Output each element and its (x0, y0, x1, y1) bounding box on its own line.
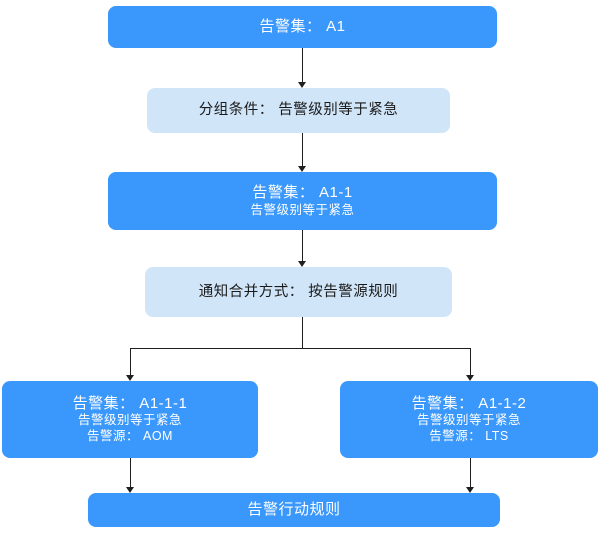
node-merge-method-label: 通知合并方式： 按告警源规则 (198, 283, 399, 300)
node-alert-set-a1-1-condition: 告警级别等于紧急 (250, 202, 355, 217)
arrow-grouping-to-a1-1-head (298, 166, 306, 172)
branch-left-arrowhead (126, 375, 134, 381)
node-alert-set-a1-1: 告警集： A1-1 告警级别等于紧急 (108, 172, 497, 230)
node-alert-set-a1-label: 告警集： A1 (259, 17, 346, 35)
node-alert-set-a1-1-title: 告警集： A1-1 (252, 183, 353, 201)
arrow-a1-1-1-to-action-head (126, 487, 134, 493)
branch-stem-line (302, 317, 303, 348)
node-alert-set-a1: 告警集： A1 (108, 6, 497, 48)
arrow-a1-1-2-to-action-line (470, 458, 471, 487)
branch-right-arrowhead (466, 375, 474, 381)
arrow-a1-to-grouping-line (302, 48, 303, 82)
node-grouping-condition-label: 分组条件： 告警级别等于紧急 (198, 102, 399, 119)
branch-right-drop-line (470, 348, 471, 375)
branch-horizontal-line (130, 348, 471, 349)
arrow-a1-1-to-merge-head (298, 261, 306, 267)
node-alert-set-a1-1-2-condition: 告警级别等于紧急 (416, 413, 521, 428)
arrow-a1-1-2-to-action-head (466, 487, 474, 493)
branch-left-drop-line (130, 348, 131, 375)
node-action-rule: 告警行动规则 (88, 493, 500, 527)
arrow-a1-to-grouping-head (298, 82, 306, 88)
node-alert-set-a1-1-1-title: 告警集： A1-1-1 (72, 394, 188, 412)
arrow-grouping-to-a1-1-line (302, 133, 303, 166)
node-alert-set-a1-1-1: 告警集： A1-1-1 告警级别等于紧急 告警源： AOM (2, 381, 258, 458)
node-alert-set-a1-1-2-source: 告警源： LTS (429, 428, 509, 443)
node-merge-method: 通知合并方式： 按告警源规则 (145, 267, 452, 317)
node-grouping-condition: 分组条件： 告警级别等于紧急 (147, 88, 450, 133)
arrow-a1-1-to-merge-line (302, 230, 303, 261)
node-alert-set-a1-1-1-condition: 告警级别等于紧急 (77, 413, 182, 428)
arrow-a1-1-1-to-action-line (130, 458, 131, 487)
node-alert-set-a1-1-1-source: 告警源： AOM (87, 428, 173, 443)
node-action-rule-label: 告警行动规则 (247, 500, 341, 518)
node-alert-set-a1-1-2-title: 告警集： A1-1-2 (411, 394, 527, 412)
node-alert-set-a1-1-2: 告警集： A1-1-2 告警级别等于紧急 告警源： LTS (340, 381, 598, 458)
